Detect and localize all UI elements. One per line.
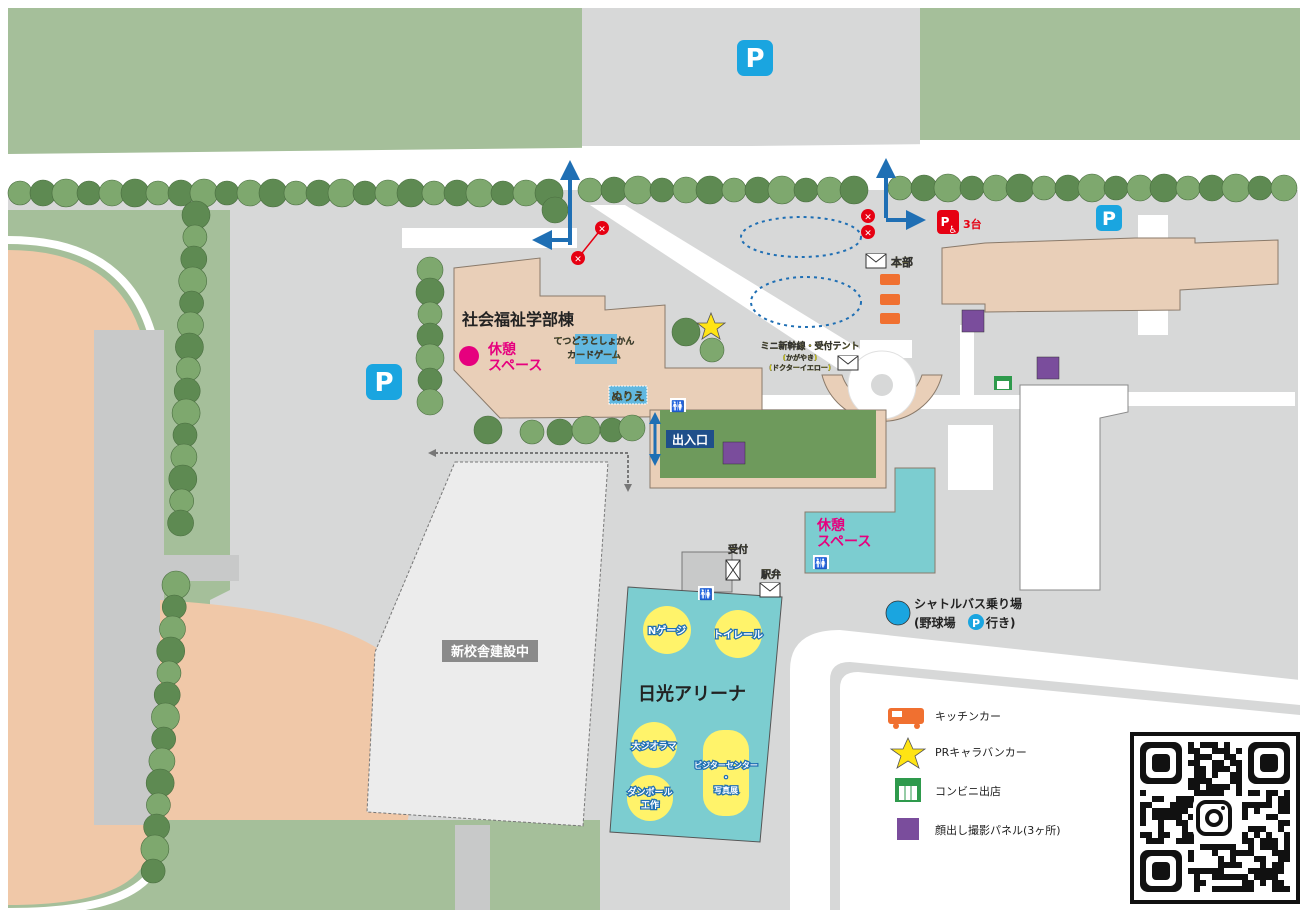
entrance-badge xyxy=(666,430,714,448)
convenience-store-icon xyxy=(994,376,1012,390)
bottom-path xyxy=(455,825,490,910)
cardboard-label: 工作 xyxy=(641,799,659,811)
entry-arrows xyxy=(532,158,926,466)
shuttle-bus-label: シャトルバス乗り場 xyxy=(914,596,1022,611)
walkway-right xyxy=(1100,392,1295,406)
rest-space-2-label: 休憩 xyxy=(816,517,845,534)
legend-photo-panel: 顔出し撮影パネル(3ヶ所) xyxy=(935,823,1061,837)
parking-sign-top: P xyxy=(737,40,773,76)
grass-bottom-left xyxy=(160,820,600,910)
mini-train-label: (ドクターイエロー) xyxy=(769,363,831,372)
card-game-label: カードゲーム xyxy=(567,349,621,361)
rest-space-label: 休憩 xyxy=(487,341,516,358)
star-icon xyxy=(889,737,927,769)
visitor-center-label: ・ xyxy=(722,773,730,782)
arena-label: 日光アリーナ xyxy=(638,683,746,705)
svg-text:P: P xyxy=(745,44,764,74)
ekiben-label: 駅弁 xyxy=(760,568,781,581)
toilet-train-booth xyxy=(714,610,762,658)
photo-panel-markers xyxy=(722,309,1060,465)
reception-label: 受付 xyxy=(728,543,748,556)
svg-text:✕: ✕ xyxy=(574,255,582,265)
visitor-center-booth xyxy=(703,730,749,816)
accessible-parking-icon: P ♿ 3台 xyxy=(937,210,982,236)
rest-space-label: スペース xyxy=(488,358,542,374)
tree-line xyxy=(7,173,1298,884)
svg-text:P: P xyxy=(374,368,393,398)
arena-annex xyxy=(681,551,733,593)
walkway-block xyxy=(948,425,993,490)
honbu-label: 本部 xyxy=(891,255,913,269)
map-legend: キッチンカー PRキャラバンカー コンビニ出店 顔出し撮影パネル(3ヶ所) xyxy=(888,708,1061,840)
grass-top-right xyxy=(920,8,1300,140)
mini-train-label: ミニ新幹線・受付テント xyxy=(760,340,859,352)
welfare-building-label: 社会福祉学部棟 xyxy=(461,310,575,329)
rest-space-2-label: スペース xyxy=(817,534,871,550)
exit-path-arrow xyxy=(428,449,632,492)
svg-text:P: P xyxy=(1102,208,1116,230)
svg-text:🚻: 🚻 xyxy=(699,588,713,601)
legend-pr-car: PRキャラバンカー xyxy=(935,746,1027,759)
visitor-center-label: 写真展 xyxy=(714,785,738,795)
instagram-icon xyxy=(1193,797,1235,839)
restroom-icon: 🚻 🚻 🚻 xyxy=(670,398,829,601)
rest-space-marker xyxy=(459,346,479,366)
svg-text:♿: ♿ xyxy=(949,225,958,236)
card-game-label: てつどうとしょかん xyxy=(554,335,635,347)
rest-space-area xyxy=(804,467,936,574)
svg-text:P: P xyxy=(941,215,950,229)
nurie-label: ぬりえ xyxy=(612,390,645,403)
walkway-diagonal xyxy=(590,205,870,370)
shuttle-bus-label: (野球場 xyxy=(914,615,956,630)
main-road xyxy=(8,140,1300,182)
svg-text:P: P xyxy=(972,617,980,630)
nurie-booth xyxy=(608,385,648,405)
parking-sign-left: P xyxy=(366,364,402,400)
convenience-store-icon xyxy=(895,778,921,802)
grass-top-left xyxy=(8,8,582,154)
square-icon xyxy=(897,818,919,840)
n-gauge-label: Nゲージ xyxy=(648,624,686,637)
n-gauge-booth xyxy=(643,606,691,654)
walkway-vertical xyxy=(960,325,974,405)
construction-label: 新校舎建設中 xyxy=(451,644,529,660)
building-right-white xyxy=(1019,384,1129,591)
svg-text:✕: ✕ xyxy=(864,229,872,239)
construction-badge xyxy=(442,640,538,662)
svg-text:✕: ✕ xyxy=(864,213,872,223)
svg-text:🚻: 🚻 xyxy=(671,400,685,413)
shuttle-bus-stop-marker xyxy=(885,600,911,626)
entrance-label: 出入口 xyxy=(672,432,708,447)
diorama-booth xyxy=(631,722,677,768)
toilet-train-label: トイレール xyxy=(713,629,763,641)
mini-train-track xyxy=(740,216,862,328)
no-entry-icon: ✕ ✕ ✕ ✕ xyxy=(571,209,875,265)
svg-text:3台: 3台 xyxy=(963,217,982,231)
envelope-icon xyxy=(725,253,887,598)
shuttle-bus-label: 行き) xyxy=(985,615,1016,630)
card-game-booth xyxy=(575,334,617,364)
qr-code-icon xyxy=(1130,732,1300,904)
visitor-center-label: ビジターセンター xyxy=(694,760,758,770)
roundabout-island xyxy=(869,372,895,398)
legend-convenience: コンビニ出店 xyxy=(935,784,1001,798)
svg-text:✕: ✕ xyxy=(598,225,606,235)
cardboard-label: ダンボール xyxy=(627,786,672,798)
food-truck-icon xyxy=(880,274,900,324)
building-right-top xyxy=(941,237,1279,313)
svg-text:🚻: 🚻 xyxy=(814,557,828,570)
star-icon xyxy=(695,311,727,340)
diorama-label: 大ジオラマ xyxy=(631,740,676,752)
mini-train-label: (かがやき) xyxy=(783,353,817,362)
parking-sign-right: P xyxy=(1096,205,1122,231)
legend-kitchen-car: キッチンカー xyxy=(935,710,1001,723)
food-truck-icon xyxy=(888,708,924,729)
parking-lot-top xyxy=(582,8,920,146)
cardboard-booth xyxy=(627,775,673,821)
parking-sign-icon: P xyxy=(968,614,984,630)
